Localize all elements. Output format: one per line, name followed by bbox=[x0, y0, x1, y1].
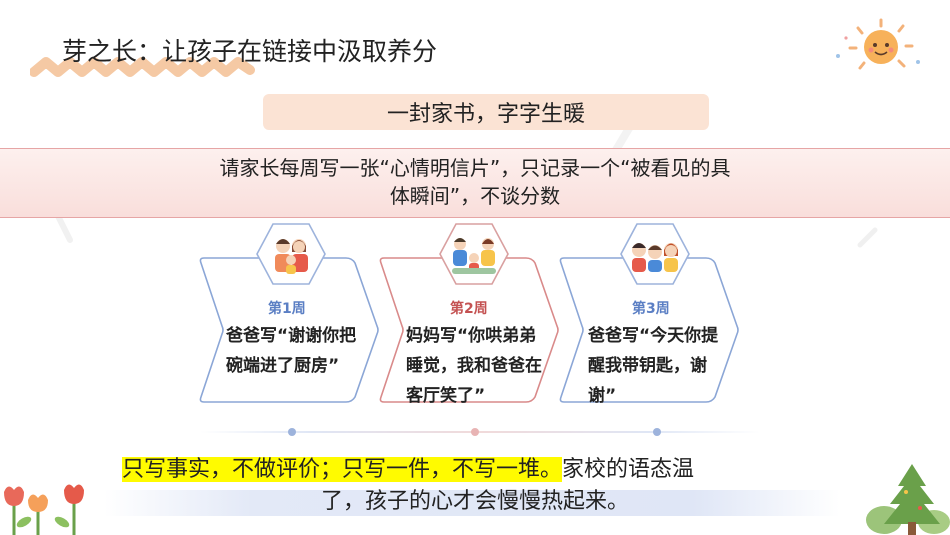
summary-line-2: 了，孩子的心才会慢慢热起来。 bbox=[320, 489, 629, 514]
flower-icon bbox=[4, 484, 84, 535]
week-label-2: 第2周 bbox=[450, 301, 488, 317]
week-label-3: 第3周 bbox=[632, 301, 670, 317]
card-text-2: 妈妈写“你哄弟弟睡觉，我和爸爸在客厅笑了” bbox=[406, 326, 542, 406]
family-icon-3 bbox=[619, 222, 691, 286]
family-icon-2 bbox=[438, 222, 510, 286]
subtitle-box: 一封家书，字字生暖 bbox=[263, 94, 709, 130]
timeline-line bbox=[200, 431, 760, 433]
tree-icon bbox=[866, 464, 950, 535]
bottom-bar bbox=[104, 490, 840, 516]
timeline-dot-2 bbox=[471, 428, 479, 436]
week-card-1 bbox=[196, 254, 380, 406]
subtitle-text: 一封家书，字字生暖 bbox=[386, 102, 585, 127]
summary-line-1: 只写事实，不做评价；只写一件，不写一堆。家校的语态温 bbox=[122, 451, 694, 483]
instruction-line-1: 请家长每周写一张“心情明信片”，只记录一个“被看见的具 bbox=[219, 156, 731, 180]
sun-icon bbox=[836, 18, 920, 70]
week-card-2 bbox=[376, 254, 560, 406]
timeline-dot-3 bbox=[653, 428, 661, 436]
summary-rest: 家校的语态温 bbox=[562, 457, 695, 482]
title-zigzag-decoration bbox=[30, 57, 255, 77]
week-label-1: 第1周 bbox=[268, 301, 306, 317]
card-text-3: 爸爸写“今天你提醒我带钥匙，谢谢” bbox=[588, 326, 719, 406]
instruction-band bbox=[0, 148, 950, 218]
timeline-dot-1 bbox=[288, 428, 296, 436]
instruction-line-2: 体瞬间”，不谈分数 bbox=[389, 184, 561, 208]
summary-highlight: 只写事实，不做评价；只写一件，不写一堆。 bbox=[122, 457, 563, 482]
family-icon-1 bbox=[255, 222, 327, 286]
week-card-3 bbox=[556, 254, 740, 406]
card-text-1: 爸爸写“谢谢你把碗端进了厨房” bbox=[226, 326, 357, 376]
page-title: 芽之长：让孩子在链接中汲取养分 bbox=[62, 37, 438, 66]
